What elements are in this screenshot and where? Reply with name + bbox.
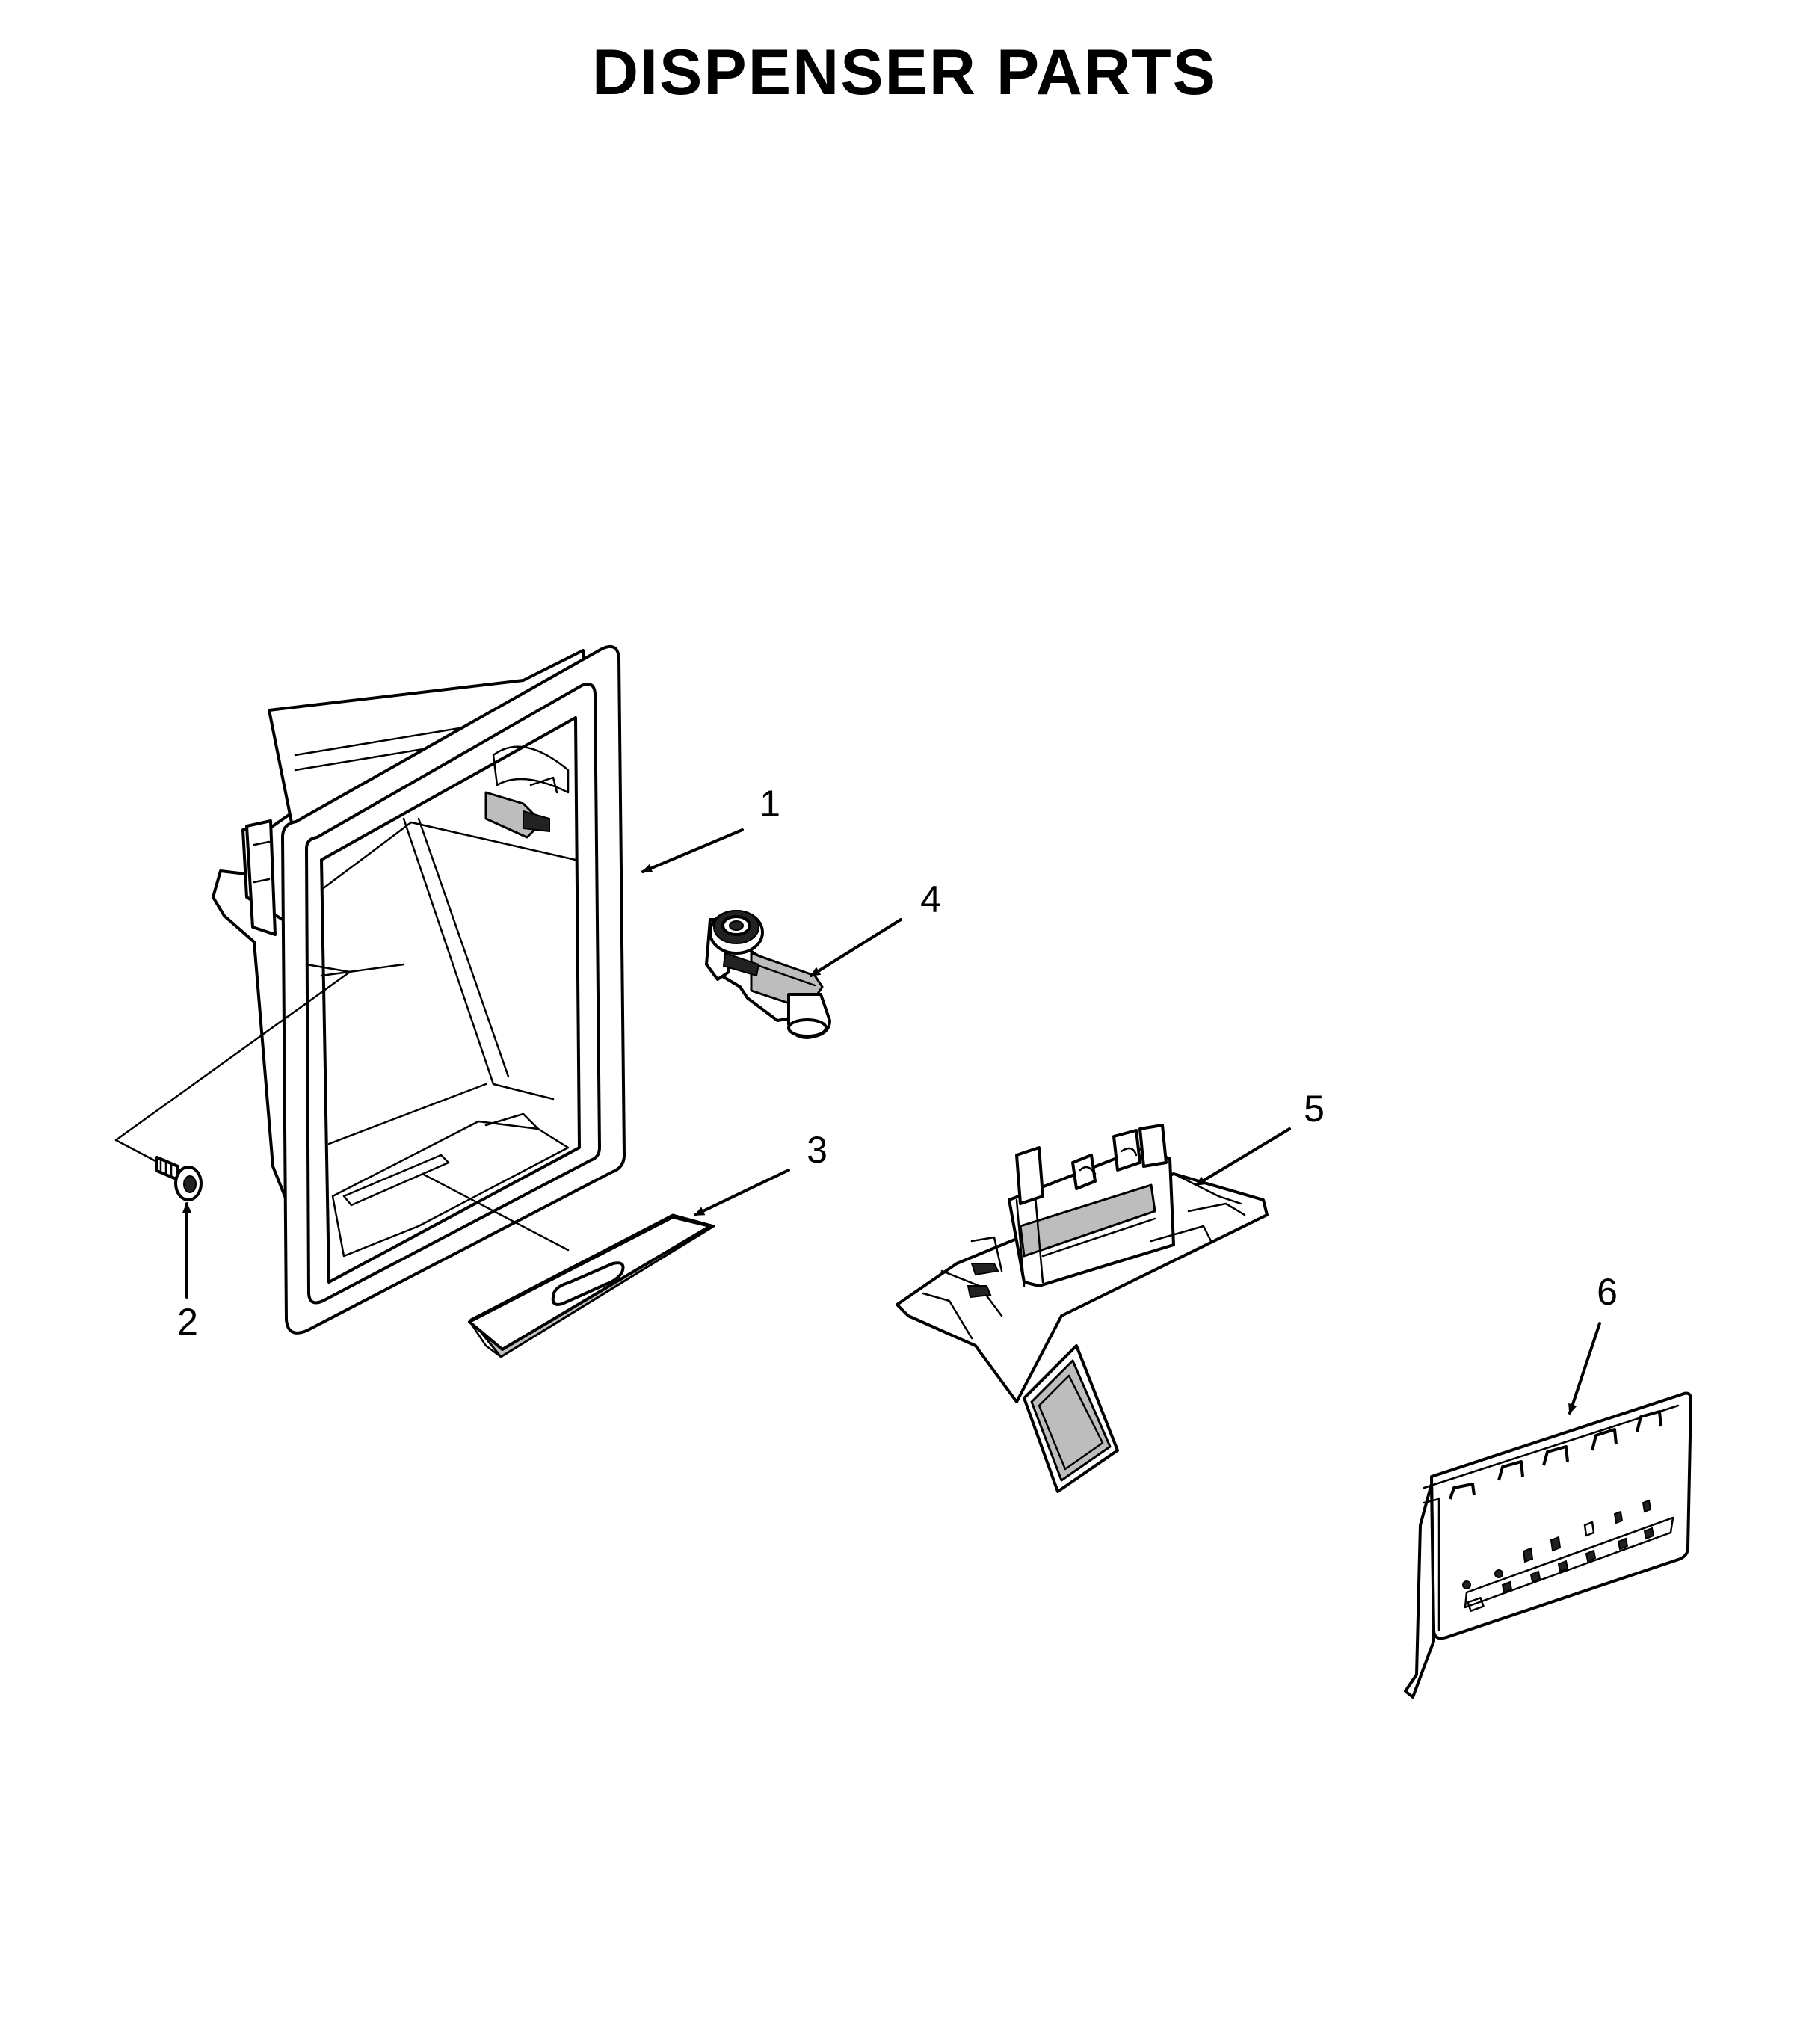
callout-arrow-6 <box>1568 1322 1601 1415</box>
water-nozzle <box>705 910 831 1039</box>
callout-arrow-4 <box>810 918 902 977</box>
screw-leader-line <box>114 963 351 1179</box>
control-panel <box>1404 1391 1692 1699</box>
callout-arrow-1 <box>641 828 744 873</box>
callout-arrows <box>182 828 1601 1415</box>
screw <box>155 1156 203 1201</box>
trim-leader-line <box>421 1172 570 1252</box>
callout-arrow-5 <box>1195 1127 1291 1186</box>
callout-4: 4 <box>920 878 941 920</box>
callout-6: 6 <box>1597 1271 1618 1313</box>
callout-1: 1 <box>759 783 780 825</box>
callout-2: 2 <box>177 1301 198 1343</box>
diagram-title: DISPENSER PARTS <box>592 37 1217 108</box>
callout-arrow-3 <box>694 1169 790 1216</box>
dispenser-housing <box>212 645 626 1335</box>
callout-5: 5 <box>1304 1088 1325 1130</box>
dispenser-module <box>896 1124 1269 1493</box>
callout-3: 3 <box>807 1129 828 1171</box>
drip-tray-grille <box>468 1213 715 1358</box>
